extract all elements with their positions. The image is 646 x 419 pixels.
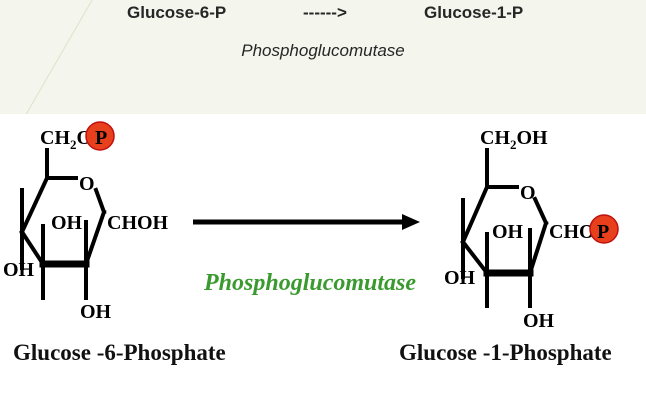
- right-phosphate-label: P: [597, 221, 609, 243]
- header-enzyme: Phosphoglucomutase: [241, 41, 405, 60]
- o-c1-bond: [93, 187, 107, 215]
- reaction-arrow: [193, 214, 420, 230]
- right-molecule-name: Glucose -1-Phosphate: [399, 340, 612, 365]
- left-ring-oxygen: O: [79, 173, 95, 195]
- title-band: [0, 0, 646, 114]
- left-ch2-label: CH2O: [40, 127, 92, 152]
- left-choh: CHOH: [107, 212, 169, 234]
- right-oh-inner: OH: [492, 221, 524, 243]
- right-phosphate-circle: [589, 214, 619, 244]
- c5-c4-bond: [460, 184, 490, 245]
- right-ring-oxygen: O: [520, 182, 536, 204]
- reaction-enzyme-label: Phosphoglucomutase: [204, 270, 417, 296]
- glucose-1-phosphate-structure: [460, 148, 549, 308]
- header-product: Glucose-1-P: [424, 3, 524, 22]
- left-phosphate-label: P: [95, 127, 107, 149]
- left-oh-left: OH: [3, 259, 35, 281]
- left-phosphate-circle: [85, 121, 115, 151]
- header-substrate: Glucose-6-P: [127, 3, 227, 22]
- left-oh-inner: OH: [51, 212, 83, 234]
- c5-c4-bond: [19, 175, 50, 235]
- left-molecule-name: Glucose -6-Phosphate: [13, 340, 226, 365]
- right-oh-left: OH: [444, 267, 476, 289]
- c4-c3-bond: [19, 229, 46, 267]
- c1-c2-bond: [83, 209, 107, 267]
- glucose-6-phosphate-structure: [19, 148, 107, 300]
- arrow-head: [402, 214, 420, 230]
- c4-c3-bond: [460, 239, 490, 276]
- right-cho: CHO: [549, 221, 595, 243]
- header-arrow: ------>: [303, 3, 347, 22]
- o-c1-bond: [532, 196, 549, 226]
- c1-c2-bond: [527, 220, 549, 276]
- left-oh-bottom: OH: [80, 301, 112, 323]
- right-oh-bottom: OH: [523, 310, 555, 332]
- right-ch2-label: CH2OH: [480, 127, 548, 152]
